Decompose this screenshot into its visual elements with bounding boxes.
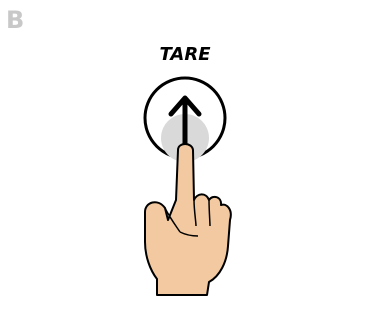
pointing-finger-icon bbox=[145, 144, 231, 295]
